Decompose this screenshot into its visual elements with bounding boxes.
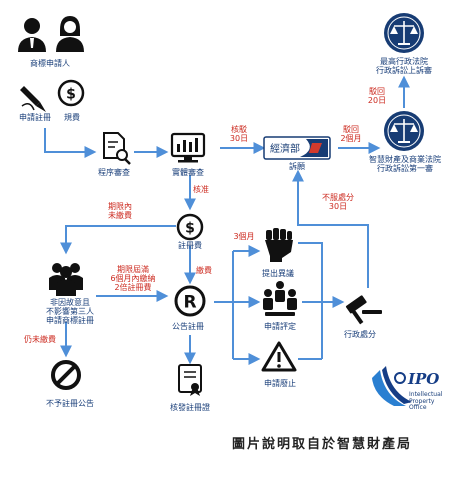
footer-credit: 圖片說明取自於智慧財產局 (232, 437, 413, 452)
approve-label: 核准 (193, 185, 209, 194)
people-group-icon (49, 263, 83, 296)
dollar-coin-icon: $ (57, 79, 85, 107)
paid-label: 繳費 (196, 266, 212, 275)
procedure-label: 程序審查 (98, 168, 130, 177)
arrow-disposition-to-appeal (292, 169, 369, 288)
appeal-label: 訴願 (289, 162, 305, 171)
certificate-icon (178, 364, 202, 396)
admin-disposition-label: 行政處分 (344, 330, 376, 339)
registered-trademark-icon: R (174, 285, 206, 317)
ministry-label: 經濟部 (270, 142, 300, 155)
arrow-opposition-to-merge (298, 242, 323, 359)
svg-text:$: $ (185, 221, 195, 237)
svg-text:$: $ (66, 87, 76, 103)
substantive-label: 實體審查 (172, 168, 204, 177)
svg-text:IPO: IPO (407, 370, 439, 388)
registration-fee-dollar-icon: $ (176, 213, 204, 241)
apply-label: 申請註冊 (19, 113, 51, 122)
not-announce-label: 不予註冊公告 (46, 399, 94, 408)
announce-label: 公告註冊 (172, 322, 204, 331)
ip-court-seal-icon (384, 111, 424, 151)
person-woman-icon (56, 16, 84, 52)
unpaid-deadline-label: 期限內未繳費 (108, 202, 132, 221)
connector-arrows (44, 75, 410, 365)
revocation-label: 申請廢止 (264, 379, 296, 388)
arrow-apply-to-procedure (44, 128, 97, 158)
arrow-regfee-to-unpaid (60, 225, 176, 255)
invalidation-label: 申請評定 (264, 322, 296, 331)
raised-fist-icon (265, 228, 293, 262)
applicant-label: 商標申請人 (30, 59, 70, 68)
warning-triangle-icon (261, 341, 297, 372)
ip-court-label: 智慧財產及商業法院行政訴訟第一審 (369, 155, 441, 174)
three-months-label: 3個月 (233, 232, 255, 241)
ipo-logo: IPO (372, 366, 439, 406)
not-intentional-label: 非因故意且不影響第三人申請商標註冊 (46, 298, 94, 326)
supreme-court-seal-icon (384, 13, 424, 53)
monitor-review-icon (170, 132, 206, 163)
fee-label: 規費 (64, 113, 80, 122)
ministry-box (263, 136, 331, 160)
supreme-court-label: 最高行政法院行政訴訟上訴審 (376, 57, 432, 76)
gavel-icon (345, 295, 382, 325)
issue-cert-label: 核發註冊證 (170, 403, 210, 412)
person-man-icon (18, 18, 46, 52)
pen-signature-icon (20, 86, 46, 112)
meeting-group-icon (263, 281, 297, 316)
reg-fee-label: 註冊費 (178, 241, 202, 250)
document-search-icon (103, 132, 131, 165)
prohibited-icon (51, 360, 81, 390)
opposition-label: 提出異議 (262, 269, 294, 278)
still-unpaid-label: 仍未繳費 (24, 335, 56, 344)
svg-text:R: R (183, 293, 196, 313)
